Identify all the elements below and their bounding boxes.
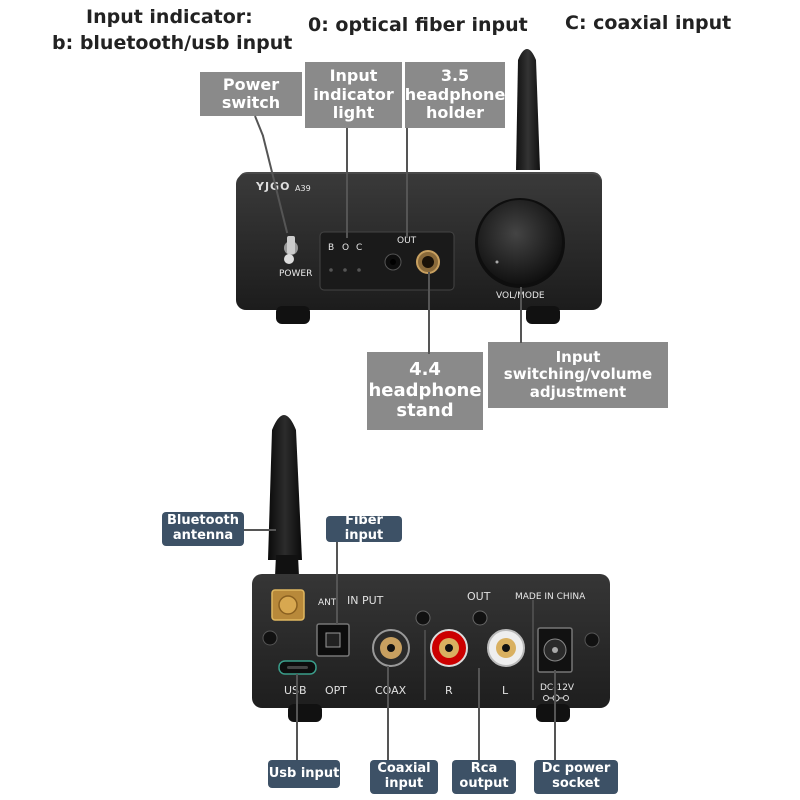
label-bluetooth-antenna: Bluetooth antenna xyxy=(162,512,244,546)
dc-silk: DC-12V xyxy=(540,683,575,693)
model-label: A39 xyxy=(295,184,311,193)
header-input-indicator-line1: Input indicator: xyxy=(86,6,253,28)
header-coaxial: C: coaxial input xyxy=(565,12,732,34)
leader-indicator xyxy=(346,128,348,238)
leader-rca xyxy=(478,668,480,760)
usb-silk: USB xyxy=(284,684,307,697)
leader-usb xyxy=(296,674,298,760)
label-coaxial-input: Coaxial input xyxy=(370,760,438,794)
rear-antenna xyxy=(268,415,302,560)
header-input-indicator-line2: b: bluetooth/usb input xyxy=(52,32,293,54)
front-antenna xyxy=(516,49,540,170)
leader-bt xyxy=(244,529,276,531)
label-rca-output: Rca output xyxy=(452,760,516,794)
power-silk: POWER xyxy=(279,269,313,279)
l-silk: L xyxy=(502,684,509,697)
label-power-switch: Power switch xyxy=(200,72,302,116)
leader-35 xyxy=(406,128,408,238)
out-silk-front: OUT xyxy=(397,236,417,246)
coax-silk: COAX xyxy=(375,684,407,697)
label-indicator-light: Input indicator light xyxy=(305,62,402,128)
led-b-silk: B xyxy=(328,243,335,253)
label-headphone-35: 3.5 headphone holder xyxy=(405,62,505,128)
label-input-switching: Input switching/volume adjustment xyxy=(488,342,668,408)
label-usb-input: Usb input xyxy=(268,760,340,788)
label-fiber-input: Fiber input xyxy=(326,513,402,543)
leader-knob xyxy=(520,287,522,343)
label-headphone-44: 4.4 headphone stand xyxy=(367,352,483,430)
made-in-silk: MADE IN CHINA xyxy=(515,592,586,602)
label-dc-power: Dc power socket xyxy=(534,760,618,794)
ant-silk: ANT xyxy=(318,598,337,608)
r-silk: R xyxy=(445,684,453,697)
volume-knob-icon xyxy=(478,200,562,284)
header-optical: 0: optical fiber input xyxy=(308,14,528,36)
leader-coax xyxy=(387,666,389,760)
rear-body xyxy=(252,574,610,708)
leader-dc xyxy=(554,670,556,760)
power-toggle-icon xyxy=(287,236,295,254)
leader-44 xyxy=(428,272,430,354)
led-o-silk: O xyxy=(342,243,350,253)
out-silk-rear: OUT xyxy=(467,590,491,603)
opt-silk: OPT xyxy=(325,684,348,697)
leader-fiber xyxy=(336,542,338,624)
input-silk: IN PUT xyxy=(347,594,384,607)
led-c-silk: C xyxy=(356,243,363,253)
brand-logo: YJGO xyxy=(256,180,291,193)
